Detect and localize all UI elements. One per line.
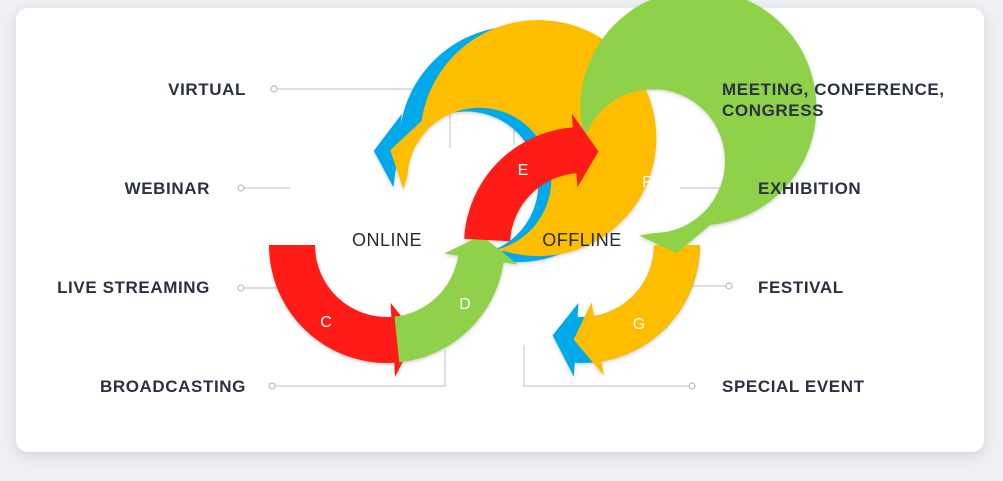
label-exhibition: EXHIBITION [758,179,861,198]
segment-c-arrow [269,245,417,377]
segment-a-letter: A [425,151,436,168]
label-virtual: VIRTUAL [168,80,246,99]
segment-d-arrow [394,235,518,363]
label-broadcasting: BROADCASTING [100,377,246,396]
label-live-streaming: LIVE STREAMING [57,278,210,297]
segment-e-arrow [464,113,599,242]
offline-label: OFFLINE [542,230,622,250]
segment-g-arrow [573,245,700,376]
segment-b-letter: B [313,176,324,193]
left-connectors [237,85,451,390]
label-special-event: SPECIAL EVENT [722,377,865,396]
online-label: ONLINE [352,230,422,250]
label-meeting-line1: MEETING, CONFERENCE, [722,80,945,99]
label-meeting-line2: CONGRESS [722,101,824,120]
segment-g-letter: G [633,316,645,333]
segment-f-letter: F [642,174,652,191]
segment-c-letter: C [320,314,332,331]
label-festival: FESTIVAL [758,278,844,297]
segment-d-letter: D [459,296,471,313]
segment-e-letter: E [518,162,529,179]
label-webinar: WEBINAR [125,179,210,198]
segment-f-arrow [580,0,817,254]
segment-h-letter: H [515,316,527,333]
